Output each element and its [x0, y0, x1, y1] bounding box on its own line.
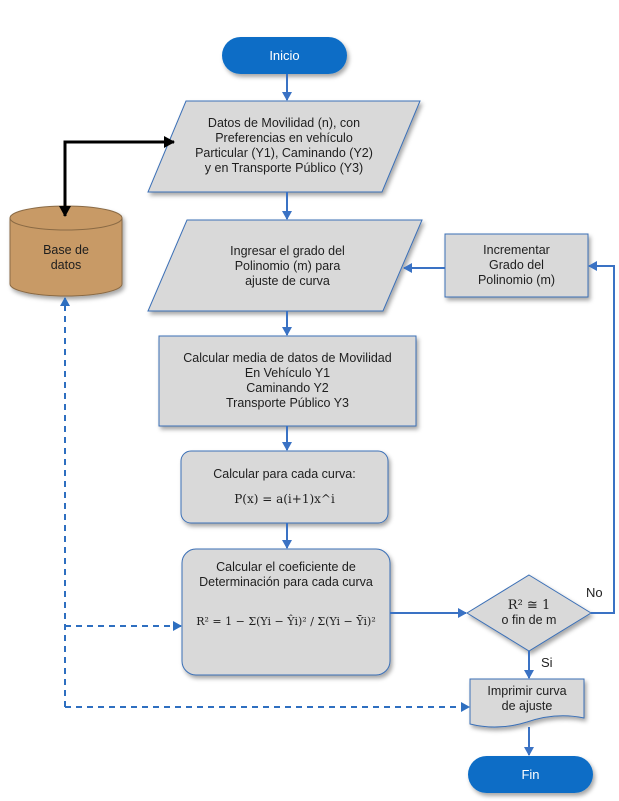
degree-line-1: Ingresar el grado del — [230, 243, 345, 258]
print-text: Imprimir curva de ajuste — [470, 682, 584, 716]
decision-line-2: o fin de m — [501, 613, 557, 627]
degree-line-2: Polinomio (m) para — [234, 258, 341, 273]
print-line-2: de ajuste — [501, 699, 553, 713]
data-text: Datos de Movilidad (n), con Preferencias… — [166, 104, 402, 188]
curve-formula: P(x) = a(i+1)x^i — [234, 492, 335, 506]
increment-box — [444, 233, 589, 298]
arrow-no-loop — [588, 261, 615, 614]
mean-box — [158, 335, 417, 427]
db-line-1: Base de — [43, 243, 89, 257]
db-line-2: datos — [50, 258, 82, 272]
decision-text: R² ≅ 1 o fin de m — [480, 592, 578, 634]
start-label: Inicio — [222, 37, 347, 74]
increment-text: Incrementar Grado del Polinomio (m) — [445, 236, 588, 295]
curve-line-1: Calcular para cada curva: — [213, 467, 356, 481]
start-terminal — [222, 37, 347, 74]
data-line-4: y en Transporte Público (Y3) — [204, 161, 364, 175]
increment-line-1: Incrementar — [483, 243, 550, 257]
data-line-1: Datos de Movilidad (n), con — [207, 116, 361, 130]
coef-text: Calcular el coeficiente de Determinación… — [182, 560, 390, 664]
label-si: Si — [541, 655, 553, 670]
print-document — [469, 678, 585, 728]
input-data-shape — [147, 100, 421, 193]
start-text: Inicio — [269, 48, 300, 63]
database-cylinder — [9, 205, 123, 297]
data-line-2: Preferencias en vehículo — [215, 131, 353, 145]
print-line-1: Imprimir curva — [487, 684, 567, 698]
mean-line-4: Transporte Público Y3 — [226, 396, 349, 410]
database-text: Base de datos — [10, 238, 122, 278]
curve-box — [180, 450, 389, 524]
increment-line-3: Polinomio (m) — [477, 273, 556, 287]
coef-line-1: Calcular el coeficiente de — [216, 560, 356, 574]
end-text: Fin — [521, 767, 540, 782]
data-line-3: Particular (Y1), Caminando (Y2) — [195, 146, 373, 160]
degree-text: Ingresar el grado del Polinomio (m) para… — [170, 236, 405, 296]
decision-line-1: R² ≅ 1 — [507, 598, 551, 613]
mean-line-2: En Vehículo Y1 — [244, 366, 331, 380]
mean-text: Calcular media de datos de Movilidad En … — [159, 344, 416, 418]
input-degree-shape — [147, 219, 423, 312]
coef-formula: R² = 1 − Σ(Yi − Ŷi)² / Σ(Yi − Ȳi)² — [196, 615, 376, 628]
label-no: No — [586, 585, 603, 600]
mean-line-3: Caminando Y2 — [246, 381, 329, 395]
curve-text: Calcular para cada curva: P(x) = a(i+1)x… — [181, 456, 388, 518]
increment-line-2: Grado del — [489, 258, 544, 272]
mean-line-1: Calcular media de datos de Movilidad — [183, 351, 392, 365]
end-label: Fin — [468, 756, 593, 793]
degree-line-3: ajuste de curva — [245, 273, 330, 288]
end-terminal — [468, 756, 593, 793]
coef-line-2: Determinación para cada curva — [199, 575, 373, 589]
